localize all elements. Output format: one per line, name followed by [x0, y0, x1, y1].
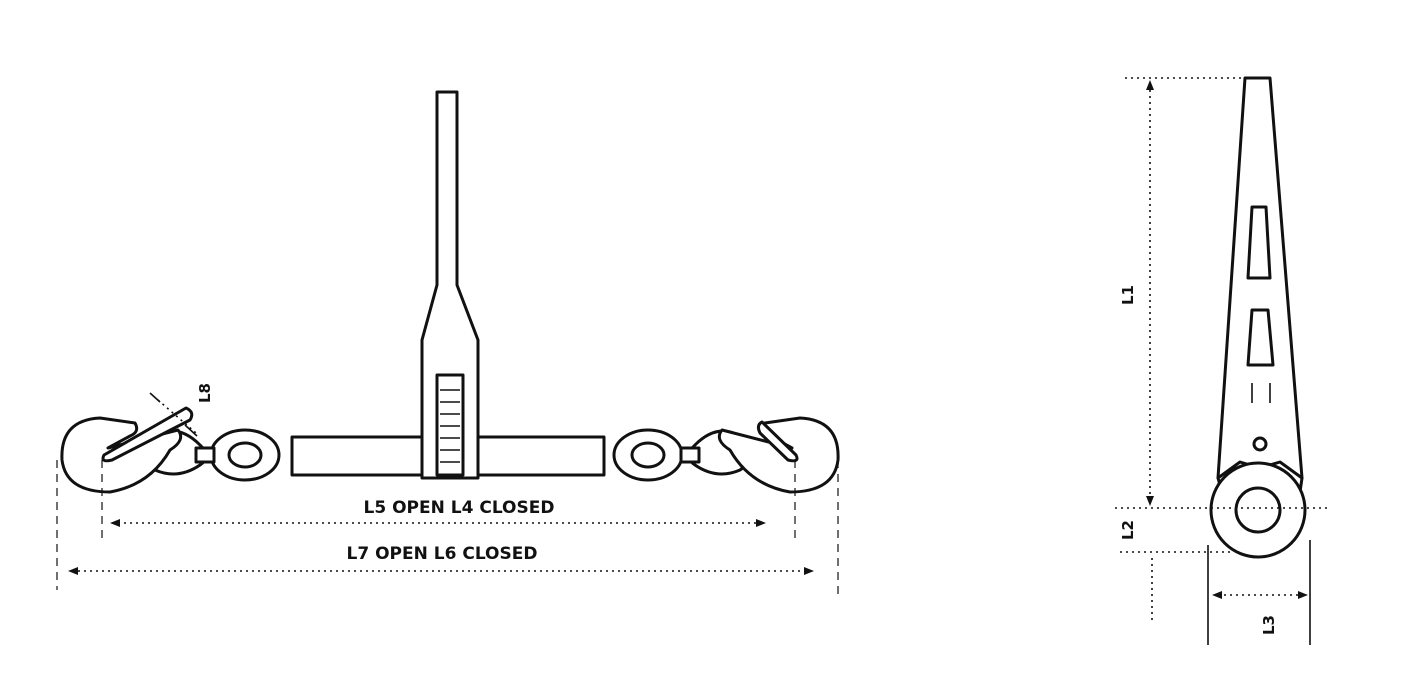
handle-slot-upper [1246, 205, 1272, 280]
l3-arrow-right [1298, 591, 1308, 599]
l7-l6-arrow-left [68, 567, 78, 575]
left-swivel-pin [194, 446, 216, 464]
l5-l4-arrow-right [756, 519, 766, 527]
right-swivel-pin [679, 446, 701, 464]
l5-l4-arrow-left [110, 519, 120, 527]
handle-side-view: L1 L2 L3 [1115, 76, 1330, 645]
left-eye-hole [227, 441, 263, 469]
ratchet-window [435, 373, 465, 477]
l1-arrow-top [1146, 80, 1154, 90]
l1-arrow-bottom [1146, 496, 1154, 506]
ratchet-teeth [440, 389, 460, 463]
right-hook-latch [756, 420, 799, 463]
l2-label: L2 [1119, 520, 1137, 540]
l7-l6-label: L7 OPEN L6 CLOSED [347, 544, 538, 564]
eye-hole [1234, 486, 1282, 534]
l3-label: L3 [1260, 615, 1278, 635]
left-hook-latch [101, 406, 194, 463]
handle-small-hole [1252, 436, 1268, 452]
l8-dimension [149, 392, 198, 437]
l8-label: L8 [196, 383, 214, 403]
l5-l4-label: L5 OPEN L4 CLOSED [364, 498, 555, 518]
binder-front-view: L8 L5 OPEN L4 CLOSED L7 OPEN L6 CLOSED [56, 90, 840, 595]
l7-l6-arrow-right [804, 567, 814, 575]
l3-arrow-left [1212, 591, 1222, 599]
right-hook [717, 416, 840, 494]
right-eye-hole [630, 441, 666, 469]
handle-slot-lower [1246, 308, 1275, 367]
l1-label: L1 [1119, 285, 1137, 305]
